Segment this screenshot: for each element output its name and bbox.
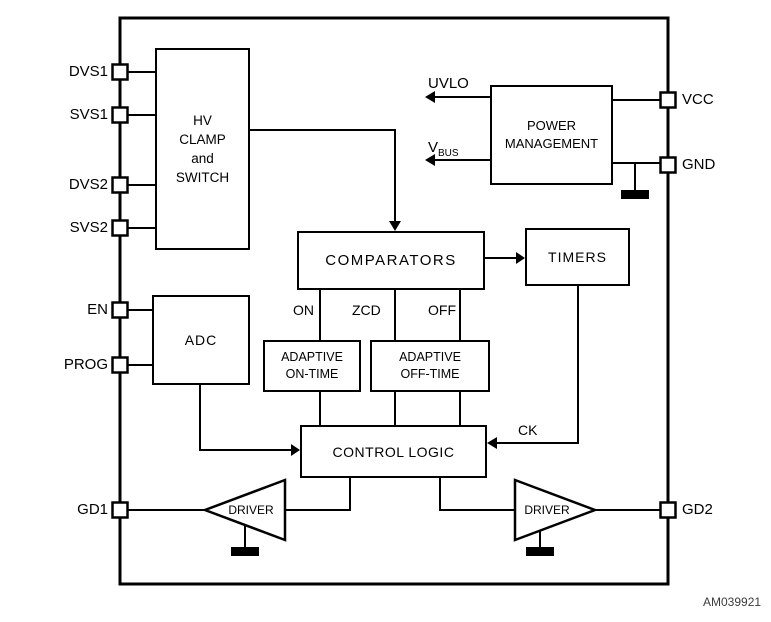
power-management-line: MANAGEMENT bbox=[504, 136, 599, 151]
ground-symbols bbox=[231, 190, 649, 556]
ground-symbol-gnd bbox=[621, 190, 649, 199]
vbus-main: V bbox=[428, 139, 439, 156]
block-timers: TIMERS bbox=[525, 228, 630, 286]
block-adaptive-off-time: ADAPTIVE OFF-TIME bbox=[370, 340, 490, 392]
pin-label-gd1: GD1 bbox=[77, 501, 108, 518]
arrow-ck-into-control-logic bbox=[487, 437, 497, 449]
pin-square-dvs2 bbox=[111, 176, 129, 194]
block-power-management: POWER MANAGEMENT bbox=[490, 85, 613, 185]
block-control-logic: CONTROL LOGIC bbox=[300, 425, 487, 478]
signal-label-on: ON bbox=[293, 302, 314, 318]
driver-right-triangle bbox=[513, 478, 599, 542]
adaptive-on-time-line: ADAPTIVE bbox=[281, 350, 343, 364]
pin-square-vcc bbox=[659, 91, 677, 109]
power-management-line: POWER bbox=[526, 118, 577, 133]
vbus-sub: BUS bbox=[438, 148, 459, 159]
wires bbox=[128, 71, 660, 547]
pin-label-dvs1: DVS1 bbox=[68, 63, 108, 80]
pin-label-svs1: SVS1 bbox=[69, 106, 108, 123]
block-adc: ADC bbox=[152, 295, 250, 385]
block-comparators: COMPARATORS bbox=[297, 231, 485, 290]
signal-label-zcd: ZCD bbox=[352, 302, 381, 318]
hv-clamp-line: CLAMP bbox=[179, 132, 226, 147]
pin-square-gd2 bbox=[659, 501, 677, 519]
pin-square-dvs1 bbox=[111, 63, 129, 81]
comparators-label: COMPARATORS bbox=[325, 252, 457, 269]
pin-square-prog bbox=[111, 356, 129, 374]
ground-symbol-driver-left bbox=[231, 547, 259, 556]
pin-label-prog: PROG bbox=[63, 356, 108, 373]
pin-label-vcc: VCC bbox=[682, 91, 714, 108]
pin-label-svs2: SVS2 bbox=[69, 219, 108, 236]
pin-square-gd1 bbox=[111, 501, 129, 519]
arrow-into-comparators bbox=[389, 221, 401, 231]
adaptive-off-time-line: ADAPTIVE bbox=[399, 350, 461, 364]
pin-square-gnd bbox=[659, 156, 677, 174]
adaptive-on-time-line: ON-TIME bbox=[285, 367, 339, 381]
control-logic-label: CONTROL LOGIC bbox=[332, 443, 455, 460]
driver-right-label: DRIVER bbox=[524, 503, 570, 517]
pin-label-dvs2: DVS2 bbox=[68, 176, 108, 193]
hv-clamp-line: and bbox=[191, 151, 214, 166]
block-hv-clamp-switch: HV CLAMP and SWITCH bbox=[155, 48, 250, 250]
adaptive-off-time-line: OFF-TIME bbox=[400, 367, 460, 381]
arrow-into-timers bbox=[516, 252, 525, 264]
timers-label: TIMERS bbox=[548, 249, 607, 265]
chip-boundary bbox=[118, 16, 670, 586]
ground-symbol-driver-right bbox=[526, 547, 554, 556]
driver-left-triangle bbox=[201, 478, 287, 542]
block-adaptive-on-time: ADAPTIVE ON-TIME bbox=[263, 340, 361, 392]
arrow-uvlo bbox=[425, 91, 435, 103]
arrowheads bbox=[291, 91, 525, 456]
signal-label-uvlo: UVLO bbox=[428, 75, 469, 92]
hv-clamp-line: HV bbox=[193, 113, 212, 128]
hv-clamp-line: SWITCH bbox=[175, 170, 230, 185]
signal-label-vbus: VBUS bbox=[428, 140, 459, 162]
figure-code: AM039921 bbox=[703, 595, 762, 609]
adc-label: ADC bbox=[184, 332, 218, 348]
pin-label-gnd: GND bbox=[682, 156, 716, 173]
pin-square-en bbox=[111, 301, 129, 319]
pin-square-svs2 bbox=[111, 219, 129, 237]
signal-label-off: OFF bbox=[428, 302, 456, 318]
arrow-vbus bbox=[425, 154, 435, 166]
pin-squares bbox=[111, 63, 677, 519]
signal-label-ck: CK bbox=[518, 422, 538, 438]
pin-label-gd2: GD2 bbox=[682, 501, 713, 518]
pin-square-svs1 bbox=[111, 106, 129, 124]
pin-label-en: EN bbox=[87, 301, 108, 318]
arrow-adc-into-control-logic bbox=[291, 444, 300, 456]
driver-left-label: DRIVER bbox=[228, 503, 274, 517]
